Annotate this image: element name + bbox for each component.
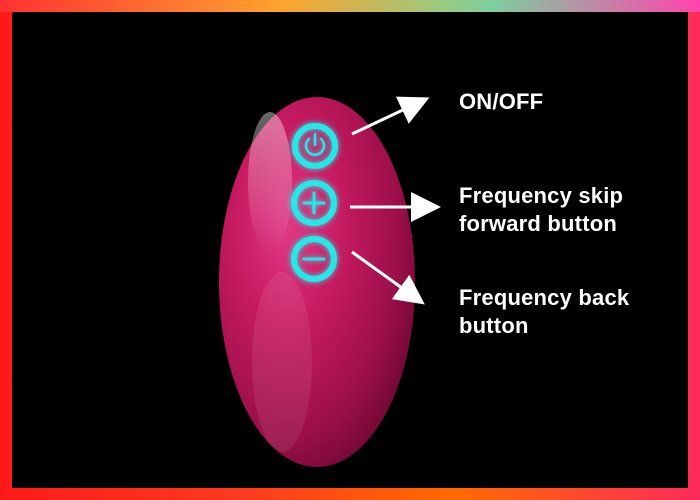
label-frequency-forward: Frequency skip forward button [459, 182, 623, 238]
minus-button[interactable] [291, 236, 337, 282]
power-icon [304, 132, 326, 156]
arrow-back [351, 250, 425, 305]
label-onoff: ON/OFF [459, 89, 544, 114]
label-frequency-back: Frequency back button [459, 284, 629, 340]
label-frequency-forward-line2: forward button [459, 211, 617, 236]
remote-body [219, 97, 415, 467]
power-button[interactable] [292, 123, 338, 169]
diagram-canvas: ON/OFF Frequency skip forward button Fre… [12, 12, 688, 488]
remote-device [219, 97, 415, 467]
plus-button[interactable] [291, 180, 337, 226]
label-frequency-forward-line1: Frequency skip [459, 183, 624, 208]
plus-icon [302, 191, 326, 215]
label-frequency-back-line2: button [459, 313, 529, 338]
callout-arrows [350, 96, 441, 305]
arrow-onoff [351, 96, 430, 136]
label-frequency-back-line1: Frequency back [459, 285, 630, 310]
remote-highlight [248, 112, 292, 252]
diagram-svg [219, 96, 441, 467]
frame-top-glow [0, 0, 700, 12]
remote-reflection [252, 272, 312, 452]
